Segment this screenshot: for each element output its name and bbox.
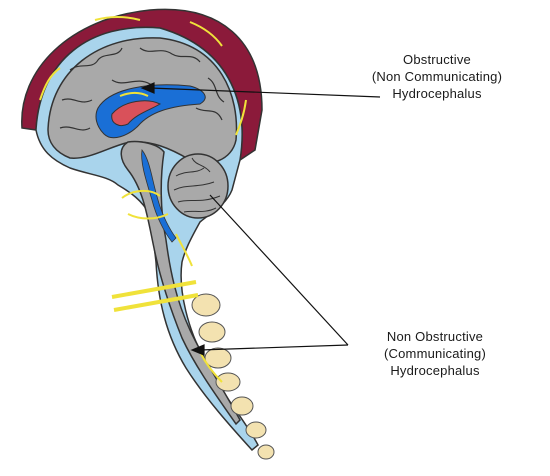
label-line: Hydrocephalus bbox=[350, 362, 520, 379]
obstructive-hydrocephalus-label: Obstructive (Non Communicating) Hydrocep… bbox=[352, 51, 522, 102]
label-line: Obstructive bbox=[352, 51, 522, 68]
cerebellum bbox=[168, 154, 228, 218]
non-obstructive-hydrocephalus-label: Non Obstructive (Communicating) Hydrocep… bbox=[350, 328, 520, 379]
label-line: Hydrocephalus bbox=[352, 85, 522, 102]
label-line: Non Obstructive bbox=[350, 328, 520, 345]
label-line: (Non Communicating) bbox=[352, 68, 522, 85]
label-line: (Communicating) bbox=[350, 345, 520, 362]
